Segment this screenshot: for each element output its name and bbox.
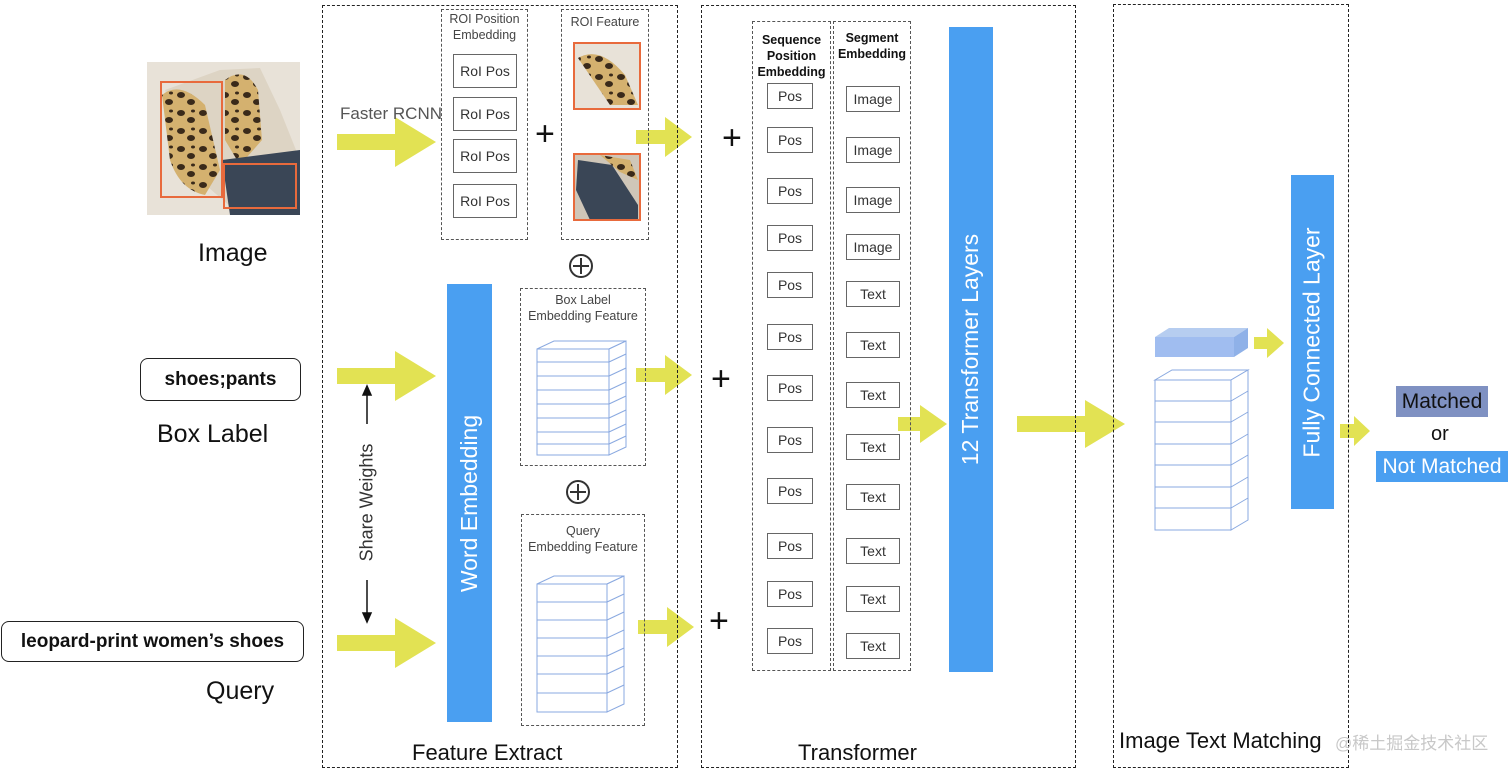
segment-box: Text: [846, 281, 900, 307]
roi-pos-box-4: RoI Pos: [453, 184, 517, 218]
segment-box: Text: [846, 633, 900, 659]
box-label-feature-title: Box Label Embedding Feature: [528, 293, 638, 323]
roi-feature-crop-1: [573, 42, 641, 110]
input-photo: [147, 62, 300, 215]
plus-sign-roi: +: [535, 115, 555, 153]
segment-box: Image: [846, 234, 900, 260]
pos-box: Pos: [767, 324, 813, 350]
box-label-feature-stack: [536, 340, 627, 456]
matched-label: Matched: [1396, 386, 1488, 417]
pos-box: Pos: [767, 628, 813, 654]
image-text-matching-title: Image Text Matching: [1119, 728, 1322, 753]
pos-box: Pos: [767, 427, 813, 453]
segment-box: Text: [846, 484, 900, 510]
box-label-input: shoes;pants: [140, 358, 301, 401]
faster-rcnn-label: Faster RCNN: [340, 104, 443, 123]
pos-box: Pos: [767, 178, 813, 204]
sequence-position-title: Sequence Position Embedding: [757, 33, 826, 79]
segment-box: Text: [846, 586, 900, 612]
image-label: Image: [198, 239, 268, 267]
segment-box: Image: [846, 86, 900, 112]
sequence-position-panel: [752, 21, 831, 671]
pos-box: Pos: [767, 225, 813, 251]
segment-box: Text: [846, 538, 900, 564]
roi-position-panel: [441, 9, 528, 240]
feature-extract-section: [322, 5, 678, 768]
query-feature-stack: [536, 575, 625, 713]
plus-sign-query: +: [709, 602, 729, 640]
segment-box: Text: [846, 434, 900, 460]
roi-position-title: ROI Position Embedding: [449, 12, 520, 42]
transformer-layers-block: 12 Transformer Layers: [949, 27, 993, 672]
segment-box: Image: [846, 137, 900, 163]
transformer-title: Transformer: [798, 740, 917, 765]
roi-pos-box-2: RoI Pos: [453, 97, 517, 131]
oplus-icon-1: [569, 254, 593, 278]
box-label-feature-panel: [520, 288, 646, 466]
transformer-section: [701, 5, 1076, 768]
cls-output-block: [1155, 328, 1248, 357]
fully-connected-layer-block: Fully Connected Layer: [1291, 175, 1334, 509]
pos-box: Pos: [767, 375, 813, 401]
plus-sign-image: +: [722, 119, 742, 157]
pos-box: Pos: [767, 533, 813, 559]
pos-box: Pos: [767, 127, 813, 153]
segment-box: Text: [846, 332, 900, 358]
segment-embedding-panel: [833, 21, 911, 671]
roi-feature-title: ROI Feature: [570, 15, 640, 29]
word-embedding-block: Word Embedding: [447, 284, 492, 722]
roi-pos-box-3: RoI Pos: [453, 139, 517, 173]
matching-sequence-stack: [1153, 369, 1250, 531]
share-weights-label: Share Weights: [355, 424, 379, 580]
image-text-matching-section: [1113, 4, 1349, 768]
query-input: leopard-print women’s shoes: [1, 621, 304, 662]
query-label: Query: [206, 677, 275, 705]
roi-pos-box-1: RoI Pos: [453, 54, 517, 88]
oplus-icon-2: [566, 480, 590, 504]
pos-box: Pos: [767, 478, 813, 504]
flow-arrows: [337, 117, 1370, 668]
segment-embedding-title: Segment Embedding: [837, 31, 907, 61]
query-feature-title: Query Embedding Feature: [528, 524, 638, 554]
segment-box: Image: [846, 187, 900, 213]
roi-feature-panel: [561, 9, 649, 240]
pos-box: Pos: [767, 581, 813, 607]
or-label: or: [1431, 423, 1449, 445]
query-feature-panel: [521, 514, 645, 726]
box-label-label: Box Label: [157, 420, 269, 448]
segment-box: Text: [846, 382, 900, 408]
pos-box: Pos: [767, 272, 813, 298]
roi-feature-crop-2: [573, 153, 641, 221]
watermark: @稀土掘金技术社区: [1335, 734, 1489, 753]
plus-sign-box-label: +: [711, 360, 731, 398]
not-matched-label: Not Matched: [1376, 451, 1508, 482]
pos-box: Pos: [767, 83, 813, 109]
feature-extract-title: Feature Extract: [412, 740, 563, 765]
